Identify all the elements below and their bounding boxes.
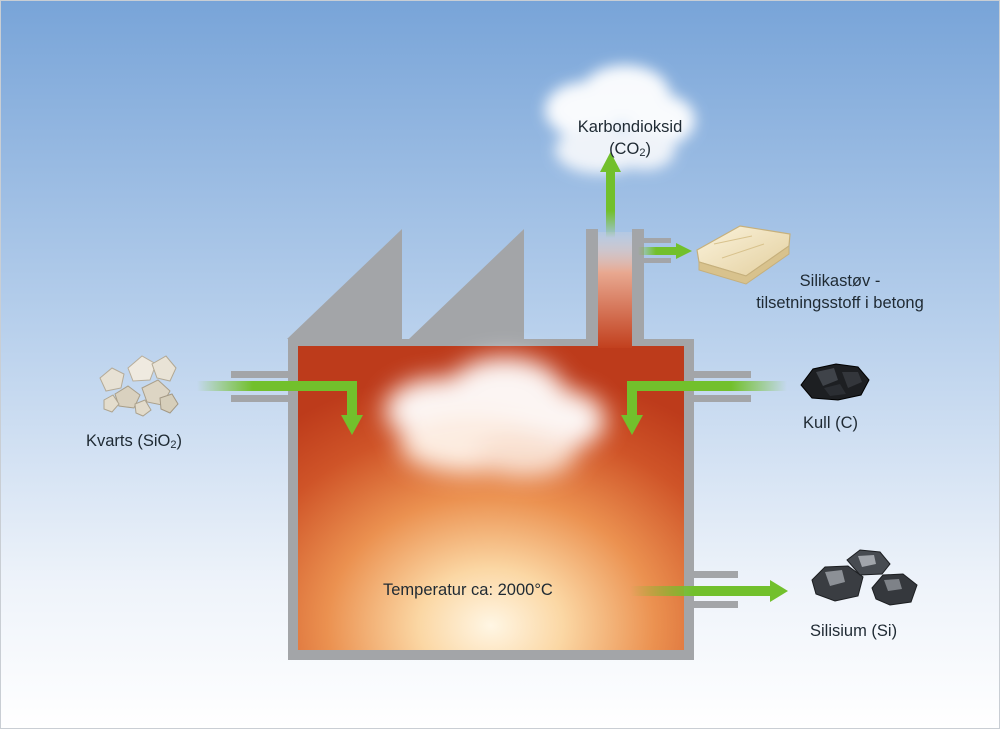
quartz-label-subscript: 2 [170, 439, 177, 451]
furnace-steam-cloud [385, 357, 605, 477]
factory-roof-left [287, 229, 402, 339]
quartz-label: Kvarts (SiO2) [86, 430, 182, 456]
quartz-label-post: ) [176, 432, 182, 450]
right-inlet-duct-top [693, 371, 751, 378]
temperature-label: Temperatur ca: 2000°C [383, 581, 553, 599]
right-inlet-duct-bottom [693, 395, 751, 402]
silicon-lumps-icon [811, 549, 918, 606]
coal-label: Kull (C) [803, 414, 859, 432]
co2-label-line2: (CO2) [560, 138, 700, 164]
co2-label-pre: (CO [609, 140, 640, 158]
left-inlet-duct-top [231, 371, 289, 378]
silicon-label: Silisium (Si) [810, 622, 898, 640]
quartz-inlet-arrow [197, 381, 363, 435]
factory-roof-right [409, 229, 524, 339]
silica-fume-label-line2: tilsetningsstoff i betong [756, 294, 924, 312]
quartz-label-pre: Kvarts (SiO [86, 432, 171, 450]
silica-fume-label: Silikastøv - tilsetningsstoff i betong [740, 270, 940, 314]
quartz-rocks-icon [99, 355, 179, 417]
silicon-outlet-duct-top [693, 571, 738, 578]
factory-wall [288, 229, 694, 660]
coal-lump-icon [800, 363, 870, 401]
silicon-outlet-duct-bottom [693, 601, 738, 608]
silica-bag-icon [696, 225, 791, 285]
silica-fume-label-line1: Silikastøv - [799, 272, 881, 290]
co2-outlet-arrow [600, 152, 621, 238]
silica-fume-arrow [638, 243, 692, 259]
chimney-flue [598, 232, 632, 348]
co2-label-line1: Karbondioksid [577, 118, 683, 136]
silicon-outlet-arrow [630, 580, 788, 602]
fume-outlet-duct-bottom [643, 258, 671, 263]
co2-label-subscript: 2 [639, 147, 646, 159]
left-inlet-duct-bottom [231, 395, 289, 402]
fume-outlet-duct-top [643, 238, 671, 243]
coal-inlet-arrow [621, 381, 787, 435]
co2-label-post: ) [645, 140, 651, 158]
co2-label: Karbondioksid (CO2) [560, 116, 700, 164]
cloud-icon [545, 65, 695, 174]
